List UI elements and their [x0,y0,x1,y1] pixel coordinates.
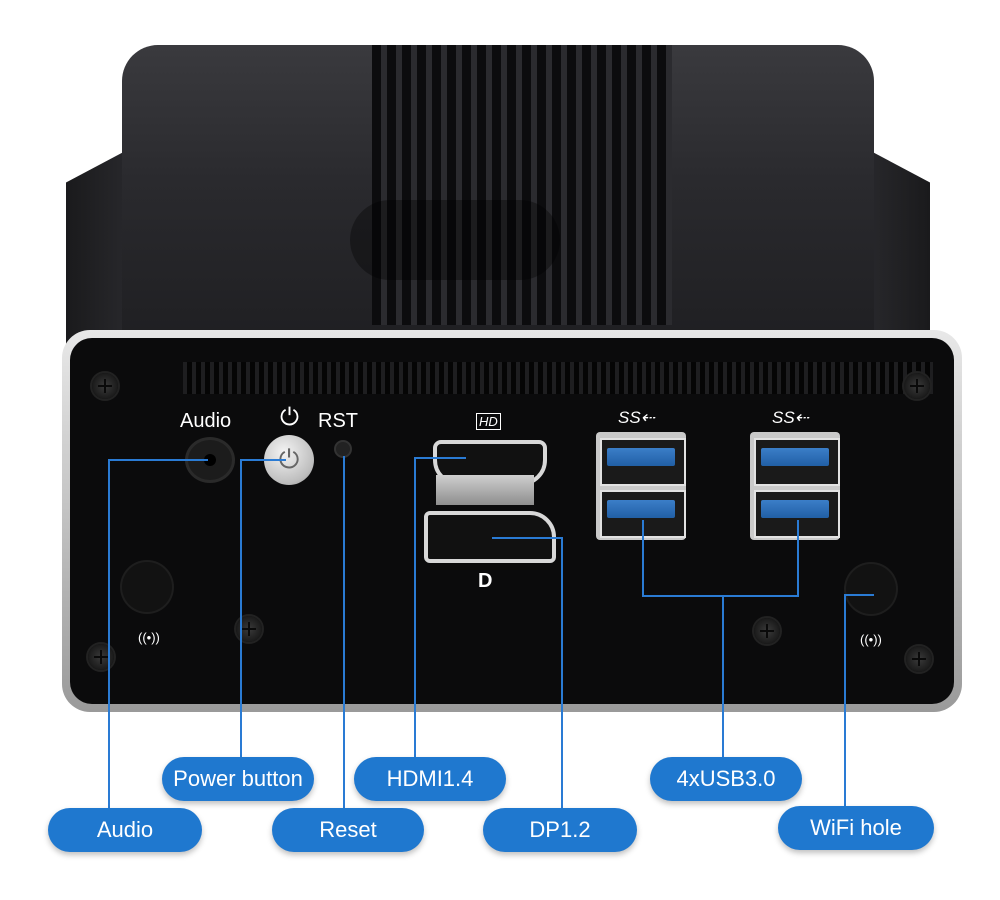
screw [904,373,930,399]
reset-button[interactable] [336,442,350,456]
callout-hdmi: HDMI1.4 [354,757,506,801]
wifi-hole-left [122,562,172,612]
callout-line-dp [492,537,562,539]
displayport-icon: D [478,570,493,592]
heatsink-fins [372,45,672,325]
audio-port-label: Audio [180,410,232,432]
callout-reset: Reset [272,808,424,852]
callout-line-power [240,459,286,461]
callout-line-usb [642,520,644,596]
callout-line-hdmi [414,457,466,459]
usb-port[interactable] [754,490,840,538]
screw [906,646,932,672]
callout-line-power [240,459,242,759]
front-vents [183,362,933,394]
callout-dp: DP1.2 [483,808,637,852]
callout-line-audio [108,459,110,809]
power-symbol-icon: ⏻ [280,404,299,431]
callout-line-wifi [844,594,874,596]
hd-symbol-icon: HD [476,413,501,430]
usb-port-stack-right [750,432,840,540]
callout-wifi: WiFi hole [778,806,934,850]
rst-label: RST [318,410,358,432]
callout-line-dp [561,537,563,809]
power-icon: ⏻ [278,444,300,474]
callout-line-usb [797,520,799,596]
callout-usb: 4xUSB3.0 [650,757,802,801]
wifi-antenna-icon: ((•)) [860,632,882,647]
callout-line-usb [642,595,799,597]
screw [88,644,114,670]
callout-line-reset [343,456,345,810]
callout-power-button: Power button [162,757,314,801]
callout-line-hdmi [414,457,416,759]
wifi-antenna-icon: ((•)) [138,630,160,645]
usb-port[interactable] [754,438,840,486]
callout-line-audio [108,459,208,461]
screw [92,373,118,399]
fan-shadow [350,200,560,280]
callout-line-wifi [844,594,846,808]
callout-audio: Audio [48,808,202,852]
hdmi-shell [436,475,534,505]
usb-ss-icon: SS⇠ [618,408,655,427]
usb-port-stack-left [596,432,686,540]
usb-ss-icon: SS⇠ [772,408,809,427]
usb-port[interactable] [600,438,686,486]
screw [754,618,780,644]
callout-line-usb [722,595,724,759]
wifi-hole-right [846,564,896,614]
